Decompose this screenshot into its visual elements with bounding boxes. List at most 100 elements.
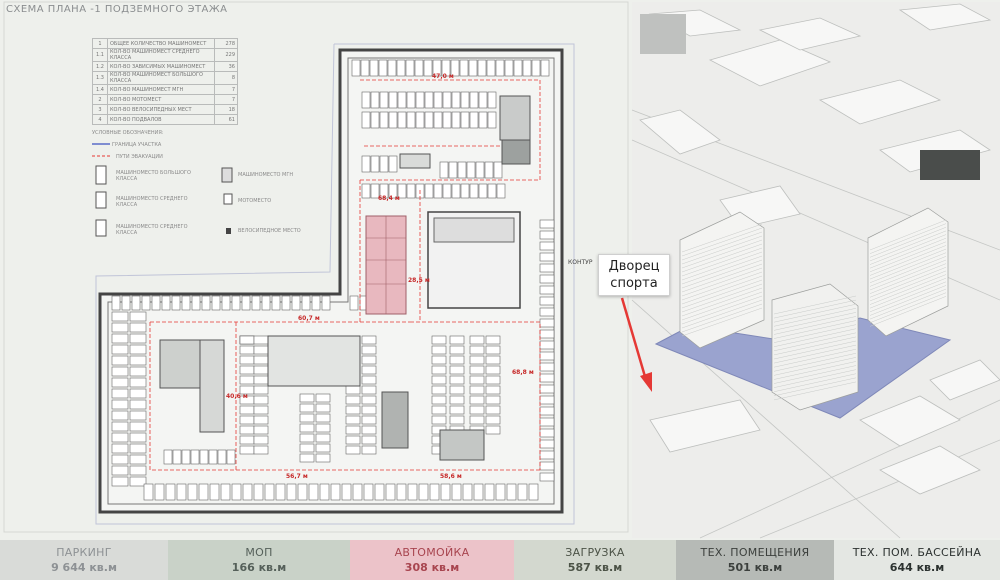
parking-stall	[315, 413, 331, 423]
floor-line	[773, 332, 857, 352]
parking-stall	[539, 461, 555, 471]
floor-line	[869, 248, 947, 280]
parking-stall	[187, 483, 198, 501]
parking-stall	[129, 443, 147, 454]
parking-stall	[261, 295, 271, 311]
parking-stall	[415, 91, 425, 109]
parking-stall	[449, 355, 465, 365]
floor-line	[773, 365, 857, 384]
parking-stall	[475, 161, 485, 179]
parking-stall	[379, 183, 389, 199]
parking-stall	[208, 449, 218, 465]
parking-stall	[385, 483, 396, 501]
parking-stall	[539, 395, 555, 405]
parking-stall	[485, 335, 501, 345]
parking-stall	[496, 183, 506, 199]
floor-line	[869, 230, 947, 262]
floor-line	[773, 357, 857, 376]
parking-stall	[111, 344, 129, 355]
parking-stall	[253, 405, 269, 415]
floor-line	[869, 270, 947, 302]
parking-stall	[388, 111, 398, 129]
parking-stall	[129, 465, 147, 476]
parking-stall	[469, 335, 485, 345]
parking-stall	[396, 483, 407, 501]
contour-label: КОНТУР	[568, 259, 593, 266]
parking-stall	[361, 395, 377, 405]
parking-stall	[485, 355, 501, 365]
parking-stall	[275, 483, 286, 501]
parking-stall	[341, 483, 352, 501]
parking-stall	[345, 415, 361, 425]
parking-stall	[539, 340, 555, 350]
floor-line	[869, 281, 947, 313]
summary-value: 9 644 кв.м	[51, 561, 117, 574]
parking-stall	[299, 453, 315, 463]
parking-stall	[431, 335, 447, 345]
parking-stall	[315, 433, 331, 443]
parking-stall	[129, 399, 147, 410]
parking-stall	[253, 445, 269, 455]
parking-stall	[129, 432, 147, 443]
parking-stall	[539, 417, 555, 427]
floor-line	[869, 227, 947, 258]
parking-stall	[478, 111, 488, 129]
floor-line	[773, 295, 857, 315]
floor-line	[869, 256, 947, 287]
parking-stall	[191, 295, 201, 311]
parking-stall	[539, 241, 555, 251]
floor-line	[773, 381, 857, 401]
parking-stall	[361, 183, 371, 199]
parking-stall	[431, 345, 447, 355]
parking-stall	[253, 395, 269, 405]
parking-stall	[363, 483, 374, 501]
parking-stall	[129, 344, 147, 355]
parking-stall	[111, 333, 129, 344]
floor-line	[681, 243, 763, 273]
floor-line	[681, 283, 763, 313]
parking-stall	[431, 365, 447, 375]
parking-stall	[388, 183, 398, 199]
legend-moto-swatch	[223, 193, 233, 205]
parking-stall	[209, 483, 220, 501]
parking-stall	[121, 295, 131, 311]
parking-stall	[129, 421, 147, 432]
summary-value: 308 кв.м	[404, 561, 460, 574]
parking-stall	[379, 111, 389, 129]
parking-stall	[253, 415, 269, 425]
stair-core	[499, 95, 531, 141]
legend-cell-value: 229	[214, 48, 238, 62]
parking-stall	[539, 472, 555, 482]
parking-stall	[361, 91, 371, 109]
parking-stall	[165, 483, 176, 501]
floor-line	[773, 324, 857, 343]
parking-stall	[449, 405, 465, 415]
floor-line	[681, 247, 763, 277]
parking-stall	[539, 230, 555, 240]
parking-stall	[361, 335, 377, 345]
parking-stall	[469, 375, 485, 385]
parking-stall	[315, 423, 331, 433]
parking-stall	[253, 425, 269, 435]
floor-line	[869, 274, 947, 305]
parking-stall	[466, 161, 476, 179]
summary-value: 644 кв.м	[889, 561, 945, 574]
floor-line	[773, 316, 857, 335]
parking-stall	[299, 403, 315, 413]
parking-stall	[315, 393, 331, 403]
parking-stall	[111, 311, 129, 322]
legend-cell-value: 61	[214, 114, 238, 125]
parking-stall	[448, 161, 458, 179]
floor-line	[681, 303, 763, 333]
floor-line	[681, 271, 763, 301]
parking-stalls	[111, 59, 555, 501]
parking-stall	[351, 59, 361, 77]
parking-stall	[378, 59, 388, 77]
parking-stall	[485, 365, 501, 375]
parking-stall	[415, 111, 425, 129]
parking-stall	[449, 415, 465, 425]
parking-stall	[460, 183, 470, 199]
